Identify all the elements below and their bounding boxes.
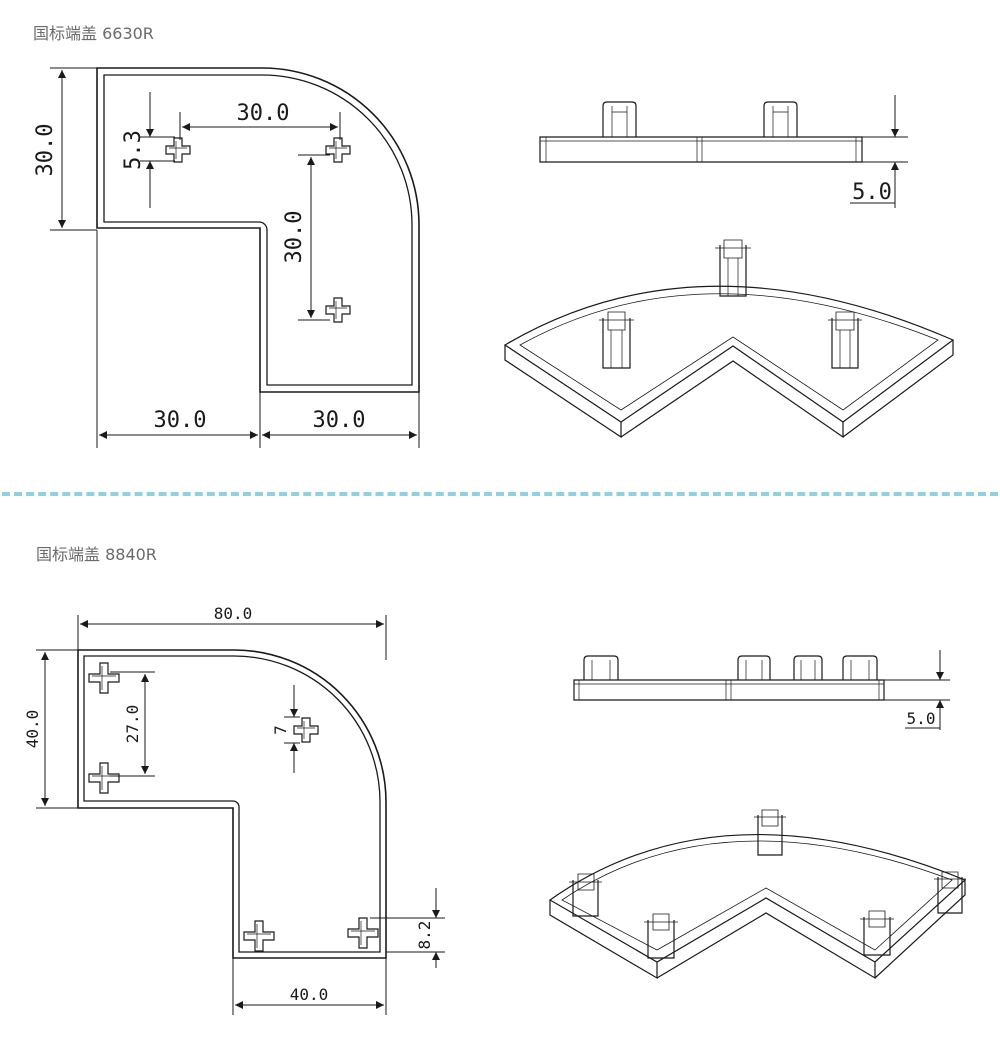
mount-hole-icon bbox=[293, 717, 319, 743]
dim-overall-width: 80.0 bbox=[214, 604, 253, 623]
dim-thickness: 5.0 bbox=[907, 709, 936, 728]
section-divider bbox=[2, 492, 998, 496]
dim-leg-width-right: 30.0 bbox=[313, 408, 366, 433]
mount-hole-icon bbox=[347, 917, 379, 949]
section-title-8840r: 国标端盖 8840R bbox=[36, 545, 157, 564]
plan-view-6630r bbox=[96, 67, 420, 393]
dim-leg-width-left: 30.0 bbox=[154, 408, 207, 433]
dim-hole-spacing-top: 30.0 bbox=[237, 101, 290, 126]
mount-hole-icon bbox=[165, 137, 191, 163]
mount-hole-icon bbox=[243, 920, 275, 952]
isometric-view-6630r bbox=[503, 239, 955, 439]
dim-hole-spacing-vertical: 27.0 bbox=[123, 705, 142, 744]
dim-hole-offset: 5.3 bbox=[121, 130, 146, 170]
dim-hole-spacing-vertical: 30.0 bbox=[282, 211, 307, 264]
isometric-view-8840r bbox=[548, 809, 967, 980]
side-view-8840r bbox=[573, 655, 885, 701]
dim-hole-offset-bottom: 8.2 bbox=[415, 921, 434, 950]
dim-hole-offset: 7 bbox=[271, 725, 290, 735]
mount-hole-icon bbox=[325, 297, 351, 323]
dim-thickness: 5.0 bbox=[852, 180, 892, 205]
side-view-6630r bbox=[539, 101, 863, 163]
mount-hole-icon bbox=[325, 137, 351, 163]
section-title-6630r: 国标端盖 6630R bbox=[33, 24, 154, 43]
mount-hole-icon bbox=[88, 762, 120, 794]
mount-hole-icon bbox=[88, 662, 120, 694]
dim-height: 30.0 bbox=[33, 124, 58, 177]
dim-height: 40.0 bbox=[23, 710, 42, 749]
dim-leg-width: 40.0 bbox=[290, 985, 329, 1004]
plan-view-8840r bbox=[77, 649, 387, 959]
